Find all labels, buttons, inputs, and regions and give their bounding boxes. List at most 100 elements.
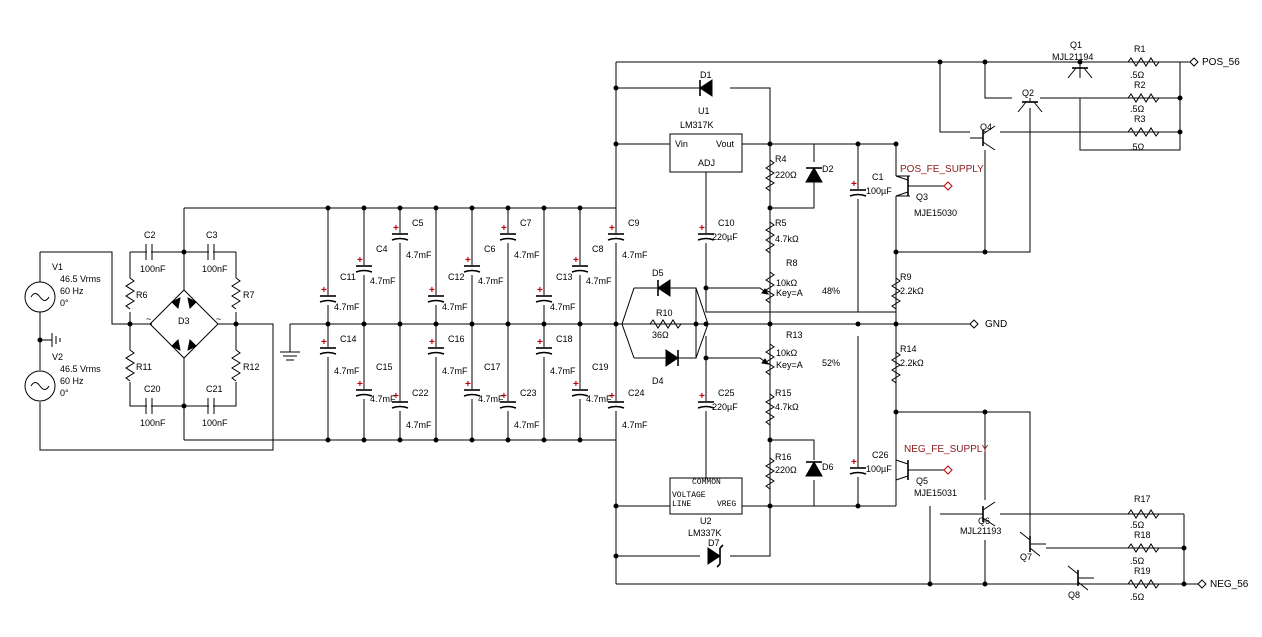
polarity-mark: +	[429, 337, 435, 348]
capacitor-c1: +	[849, 179, 867, 199]
svg-text:Vout: Vout	[716, 139, 735, 149]
svg-text:R7: R7	[243, 290, 255, 300]
cap-value: 100µF	[866, 186, 892, 196]
capacitor-c17: +	[463, 379, 481, 399]
svg-text:Q6: Q6	[978, 516, 990, 526]
capacitor-c9: +	[607, 223, 625, 243]
capacitor-c3	[207, 244, 215, 260]
diode-d2	[805, 166, 823, 183]
cap-ref: C8	[592, 244, 604, 254]
diode-d4	[665, 349, 679, 367]
svg-text:220Ω: 220Ω	[775, 170, 797, 180]
polarity-mark: +	[609, 391, 615, 402]
svg-text:Q2: Q2	[1022, 88, 1034, 98]
svg-text:R6: R6	[136, 290, 148, 300]
cap-ref: C18	[556, 334, 573, 344]
regulator-u2: COMMON VOLTAGE LINE VREG	[669, 477, 743, 515]
cap-value: 4.7mF	[514, 250, 540, 260]
svg-text:36Ω: 36Ω	[652, 330, 669, 340]
capacitor-c5: +	[391, 223, 409, 243]
svg-text:.5Ω: .5Ω	[1130, 70, 1145, 80]
svg-text:C21: C21	[206, 384, 223, 394]
cap-value: 100µF	[866, 464, 892, 474]
polarity-mark: +	[851, 179, 857, 190]
resistor-r9	[891, 277, 901, 310]
svg-text:Key=A: Key=A	[776, 360, 803, 370]
cap-ref: C12	[448, 272, 465, 282]
cap-labels: C114.7mFC44.7mFC54.7mFC124.7mFC64.7mFC74…	[334, 172, 892, 474]
svg-text:LINE: LINE	[672, 500, 691, 509]
capacitor-c19: +	[571, 379, 589, 399]
svg-text:LM317K: LM317K	[680, 120, 714, 130]
cap-value: 4.7mF	[478, 276, 504, 286]
electrolytic-caps: ++++++++++++++++++++++	[319, 179, 867, 477]
capacitor-c18: +	[535, 337, 553, 357]
resistor-r15	[765, 393, 775, 426]
svg-text:C20: C20	[144, 384, 161, 394]
diode-d6	[805, 460, 823, 477]
svg-text:D7: D7	[708, 538, 720, 548]
cap-value: 4.7mF	[370, 276, 396, 286]
capacitor-c15: +	[355, 379, 373, 399]
svg-text:48%: 48%	[822, 286, 840, 296]
net-pos-fe-supply: POS_FE_SUPPLY	[900, 164, 984, 175]
svg-text:R9: R9	[900, 272, 912, 282]
transistor-q4	[970, 125, 996, 151]
polarity-mark: +	[393, 391, 399, 402]
svg-text:COMMON: COMMON	[692, 478, 721, 487]
svg-text:46.5 Vrms: 46.5 Vrms	[60, 364, 101, 374]
polarity-mark: +	[429, 285, 435, 296]
resistor-r16	[765, 457, 775, 490]
svg-text:U1: U1	[698, 106, 710, 116]
svg-text:R3: R3	[1134, 114, 1146, 124]
polarity-mark: +	[357, 255, 363, 266]
polarity-mark: +	[537, 285, 543, 296]
cap-ref: C15	[376, 362, 393, 372]
resistor-r2	[1127, 93, 1160, 103]
cap-value: 4.7mF	[478, 394, 504, 404]
svg-text:VREG: VREG	[717, 500, 736, 509]
polarity-mark: +	[357, 379, 363, 390]
capacitor-c10: +	[697, 223, 715, 243]
cap-ref: C11	[340, 272, 356, 282]
polarity-mark: +	[609, 223, 615, 234]
capacitor-c26: +	[849, 457, 867, 477]
svg-text:V1: V1	[52, 262, 63, 272]
capacitor-c11: +	[319, 285, 337, 305]
svg-text:R15: R15	[775, 388, 792, 398]
resistor-r11	[125, 349, 135, 382]
svg-text:Q3: Q3	[916, 192, 928, 202]
capacitor-c14: +	[319, 337, 337, 357]
svg-text:100nF: 100nF	[202, 418, 228, 428]
cap-value: 4.7mF	[514, 420, 540, 430]
capacitor-c6: +	[463, 255, 481, 275]
svg-text:~: ~	[146, 314, 151, 324]
svg-text:D3: D3	[178, 316, 190, 326]
transistor-q2	[1017, 98, 1043, 113]
svg-text:R14: R14	[900, 344, 917, 354]
cap-value: 4.7mF	[622, 420, 648, 430]
svg-text:Vin: Vin	[675, 139, 688, 149]
junction-dots	[37, 59, 1187, 587]
net-neg-fe-supply: NEG_FE_SUPPLY	[904, 444, 989, 455]
svg-text:.5Ω: .5Ω	[1130, 104, 1145, 114]
transistor-q6	[970, 501, 996, 527]
polarity-mark: +	[573, 255, 579, 266]
resistor-r14	[891, 351, 901, 384]
bridge-rectifier-d3	[149, 289, 219, 359]
svg-text:2.2kΩ: 2.2kΩ	[900, 358, 924, 368]
capacitor-c12: +	[427, 285, 445, 305]
svg-text:.5Ω: .5Ω	[1130, 556, 1145, 566]
capacitor-c23: +	[499, 391, 517, 411]
svg-text:100nF: 100nF	[140, 264, 166, 274]
svg-text:R12: R12	[243, 362, 260, 372]
cap-ref: C23	[520, 388, 537, 398]
svg-text:LM337K: LM337K	[688, 528, 722, 538]
resistor-r19	[1127, 579, 1160, 589]
capacitor-c2	[130, 244, 184, 260]
svg-text:MJL21194: MJL21194	[1052, 52, 1093, 62]
svg-text:.5Ω: .5Ω	[1130, 520, 1145, 530]
polarity-mark: +	[321, 337, 327, 348]
diode-d5	[657, 279, 671, 297]
